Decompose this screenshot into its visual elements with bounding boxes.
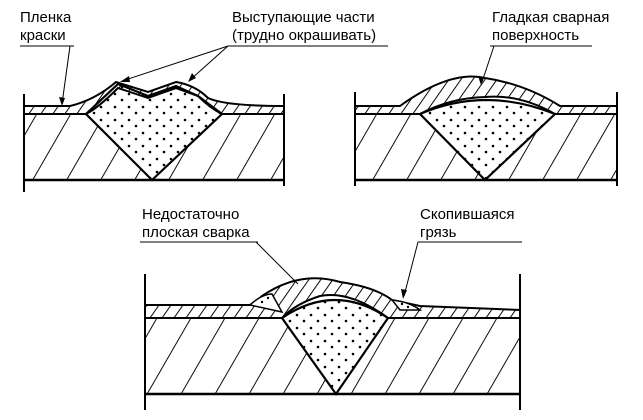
svg-text:(трудно окрашивать): (трудно окрашивать) — [232, 27, 376, 44]
svg-text:краски: краски — [20, 27, 66, 44]
svg-text:Гладкая сварная: Гладкая сварная — [492, 9, 609, 26]
svg-text:Пленка: Пленка — [20, 9, 72, 26]
svg-text:Скопившаяся: Скопившаяся — [420, 206, 515, 223]
label-insufficiently-flat-weld: Недостаточно плоская сварка — [140, 206, 299, 285]
panel-protrusions: Пленка краски Выступающие части (трудно … — [20, 9, 388, 192]
dirt-accumulation — [248, 293, 423, 314]
svg-text:Выступающие части: Выступающие части — [232, 9, 375, 26]
label-protrusions: Выступающие части (трудно окрашивать) — [120, 9, 388, 82]
svg-text:поверхность: поверхность — [492, 27, 579, 44]
paint-film — [23, 80, 285, 115]
base-metal — [23, 94, 285, 192]
label-accumulated-dirt: Скопившаяся грязь — [401, 206, 522, 299]
panel-insufficiently-flat: Недостаточно плоская сварка Скопившаяся … — [140, 206, 522, 410]
panel-smooth: Гладкая сварная поверхность — [354, 9, 618, 186]
svg-text:плоская сварка: плоская сварка — [142, 224, 250, 241]
svg-text:Недостаточно: Недостаточно — [142, 206, 239, 223]
svg-text:грязь: грязь — [420, 224, 457, 241]
paint-film — [354, 75, 618, 115]
label-smooth-surface: Гладкая сварная поверхность — [478, 9, 609, 85]
label-paint-film: Пленка краски — [20, 9, 74, 106]
